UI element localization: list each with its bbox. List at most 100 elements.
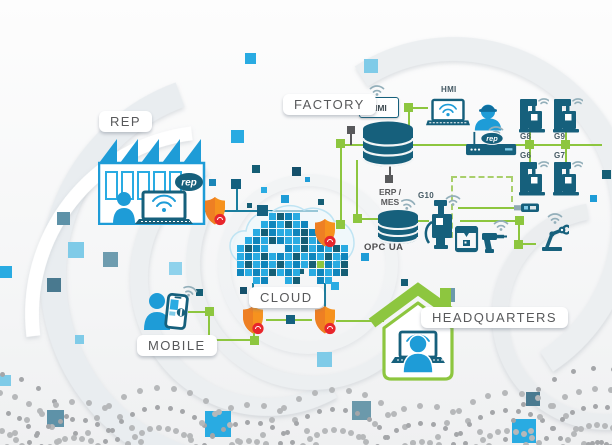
decor-square: [305, 177, 310, 182]
decor-dot: [605, 404, 611, 410]
rep-logo: [480, 131, 504, 145]
decor-dot: [86, 400, 93, 407]
decor-dot: [120, 393, 127, 400]
link-db-erp: [362, 218, 378, 220]
network-node: [525, 140, 534, 149]
decor-dot: [259, 431, 266, 438]
decor-dot: [502, 408, 508, 414]
decor-dot: [87, 438, 94, 445]
decor-square: [252, 165, 260, 173]
decor-dot: [402, 443, 409, 445]
decor-dot: [38, 411, 45, 418]
cloud-pixel: [333, 245, 340, 252]
wifi-icon: [572, 98, 584, 105]
decor-dot: [114, 437, 120, 442]
cloud-pixel: [261, 221, 268, 228]
decor-dot: [257, 421, 263, 426]
decor-dot: [12, 429, 19, 436]
decor-dot: [137, 439, 144, 445]
decor-dot: [269, 424, 275, 430]
decor-dot: [486, 432, 493, 439]
decor-dot: [153, 385, 160, 392]
decor-dot: [602, 422, 609, 429]
decor-dot: [490, 410, 495, 416]
cloud-pixel: [245, 245, 252, 252]
decor-dot: [5, 410, 11, 416]
link-hmi-laptop: [412, 107, 428, 109]
cloud-pixel: [285, 237, 292, 244]
cloud-pixel: [269, 221, 276, 228]
decor-dot: [603, 441, 609, 445]
decor-dot: [191, 415, 197, 420]
link-g10-tools: [460, 220, 518, 222]
decor-dot: [405, 422, 411, 428]
wifi-icon: [538, 161, 550, 168]
cloud-pixel: [269, 261, 276, 268]
rep-factory-building: rep: [98, 139, 206, 225]
decor-dot: [322, 428, 329, 435]
cloud-pixel: [253, 229, 260, 236]
cnc-machine-icon: [553, 161, 584, 196]
decor-dot: [84, 429, 91, 436]
chimney: [440, 288, 451, 308]
decor-dot: [187, 432, 194, 439]
cloud-pixel: [301, 245, 308, 252]
cloud-pixel: [301, 261, 308, 268]
wireless-zone-line: [511, 176, 513, 202]
decor-dot: [48, 423, 55, 430]
decor-dot: [180, 431, 187, 438]
link-mobile: [208, 339, 254, 341]
cloud-pixel: [277, 253, 284, 260]
cloud-pixel: [277, 237, 284, 244]
cloud-pixel: [269, 213, 276, 220]
decor-dot: [70, 435, 77, 441]
decor-dot: [355, 411, 361, 417]
cloud-pixel: [293, 213, 300, 220]
decor-dot: [262, 441, 269, 445]
decor-dot: [94, 442, 101, 445]
decor-dot: [62, 436, 69, 443]
decor-dot: [442, 425, 448, 431]
decor-dot: [371, 421, 378, 428]
link-shield-hq: [336, 320, 384, 322]
cloud-pixel: [317, 277, 324, 284]
decor-dot: [535, 387, 541, 393]
cloud-pixel: [285, 277, 292, 284]
cloud-pixel: [333, 269, 340, 276]
decor-dot: [6, 431, 13, 438]
decor-square: [209, 179, 216, 186]
hmi-laptop-icon: [426, 98, 470, 126]
wifi-icon: [538, 98, 550, 105]
decor-dot: [16, 416, 22, 422]
security-shield-icon: [315, 219, 336, 248]
decor-dot: [289, 440, 295, 445]
cloud-pixel: [301, 237, 308, 244]
cnc-machine: [553, 161, 584, 202]
decor-square: [75, 335, 84, 344]
decor-dot: [550, 425, 556, 431]
decor-dot: [57, 418, 63, 424]
decor-dot: [479, 437, 486, 444]
cloud-pixel: [325, 269, 332, 276]
decor-dot: [147, 426, 154, 433]
decor-dot: [26, 440, 32, 445]
cloud-pixel: [293, 229, 300, 236]
cloud-pixel: [237, 269, 244, 276]
decor-dot: [229, 442, 236, 445]
decor-dot: [33, 433, 39, 439]
cloud-pixel: [245, 261, 252, 268]
cloud-pixel: [333, 253, 340, 260]
decor-dot: [590, 440, 596, 445]
decor-square: [590, 195, 597, 202]
hmi-laptop-label: HMI: [441, 85, 457, 94]
decor-dot: [469, 398, 476, 405]
hard-hat: [479, 109, 497, 112]
link-db-node: [350, 133, 352, 145]
decor-dot: [528, 412, 534, 418]
machine-label: G9: [554, 132, 566, 141]
decor-dot: [210, 433, 216, 439]
link-erp-g10: [415, 220, 429, 222]
cloud-pixel: [277, 213, 284, 220]
